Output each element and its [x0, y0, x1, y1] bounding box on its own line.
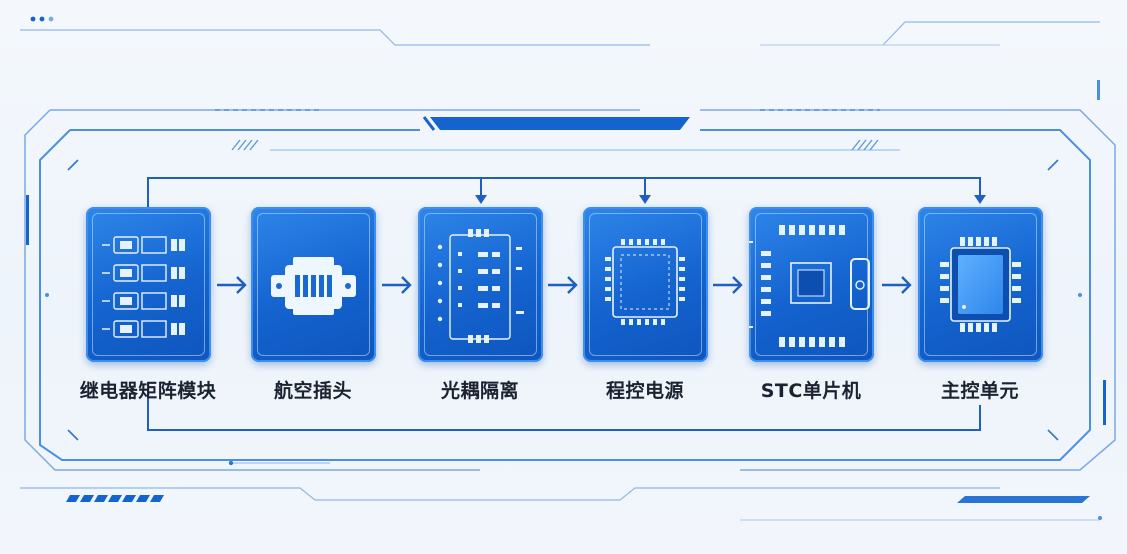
label-main-control: 主控单元 — [940, 380, 1019, 402]
main-processor-icon — [940, 237, 1021, 332]
label-programmable-power: 程控电源 — [605, 380, 684, 402]
node-relay-matrix — [86, 207, 211, 362]
label-optocoupler: 光耦隔离 — [440, 380, 519, 402]
label-stc-mcu: STC单片机 — [760, 380, 862, 402]
arrow-right-icon — [382, 276, 412, 294]
node-main-control — [918, 207, 1043, 362]
node-optocoupler — [418, 207, 543, 362]
node-programmable-power — [583, 207, 708, 362]
aviation-connector-icon — [271, 257, 356, 315]
arrow-right-icon — [882, 276, 912, 294]
power-chip-icon — [605, 239, 685, 325]
arrow-right-icon — [548, 276, 578, 294]
label-relay-matrix: 继电器矩阵模块 — [79, 380, 217, 402]
arrow-right-icon — [217, 276, 247, 294]
relay-matrix-icon — [102, 236, 185, 338]
mcu-board-icon — [749, 225, 870, 347]
optocoupler-board-icon — [437, 229, 524, 343]
node-aviation-connector — [251, 207, 376, 362]
node-stc-mcu — [749, 207, 874, 362]
label-aviation-connector: 航空插头 — [273, 380, 352, 402]
arrow-right-icon — [713, 276, 743, 294]
